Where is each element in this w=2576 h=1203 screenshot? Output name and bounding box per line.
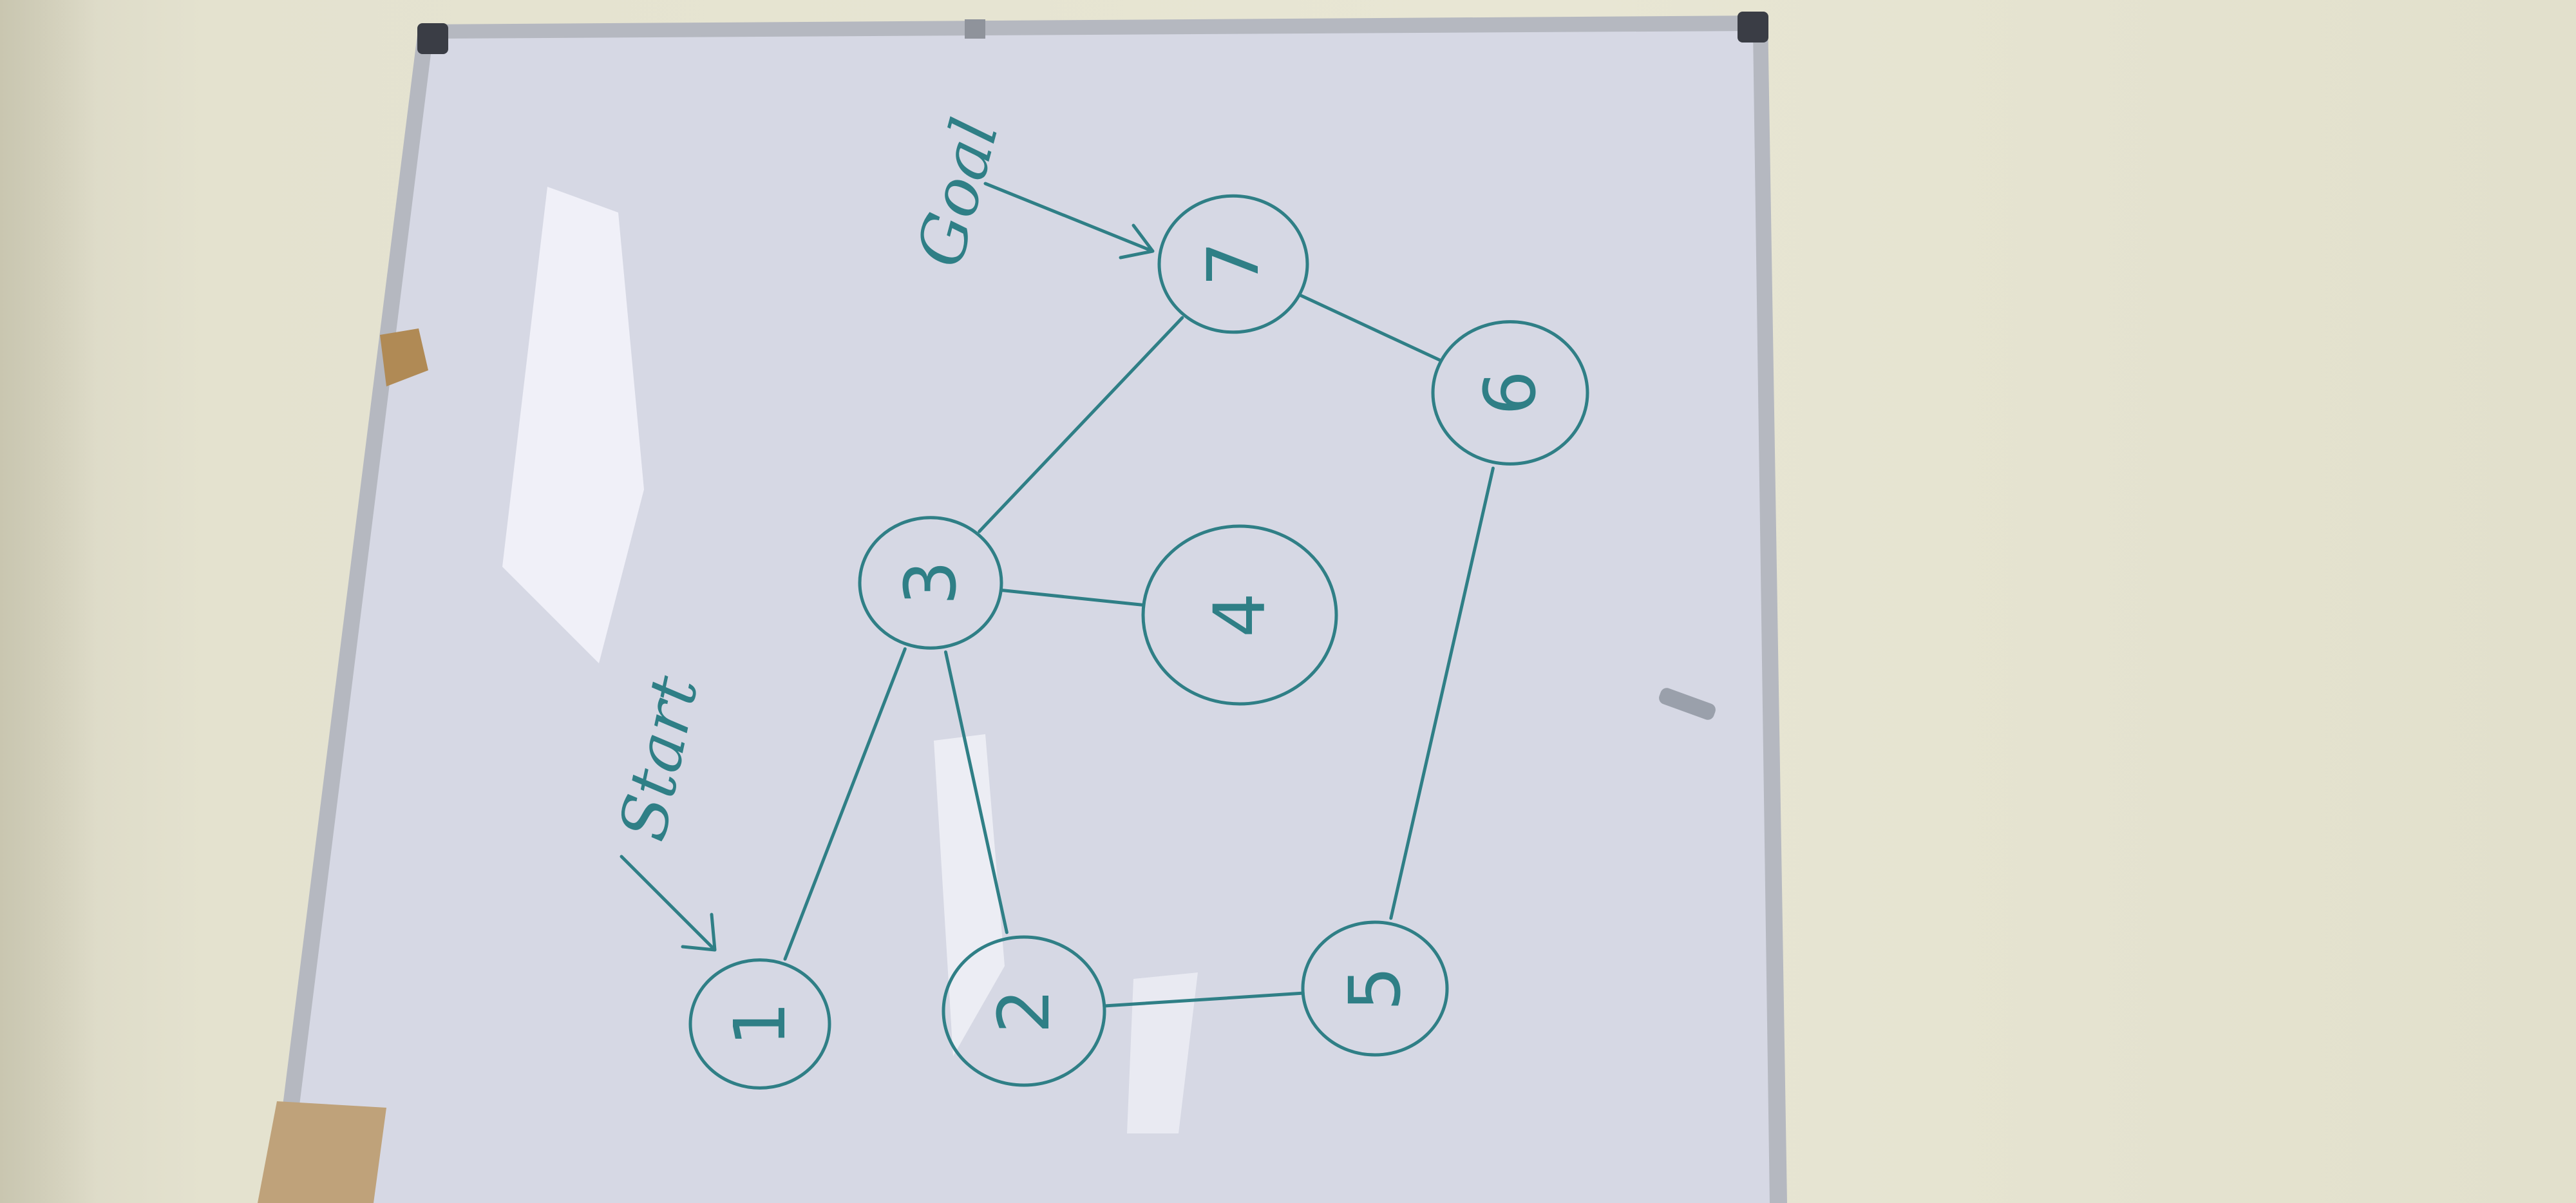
node-circle [1157,194,1309,334]
node-6: 6 [1431,320,1589,466]
frame-corner [417,23,448,54]
node-label: 4 [1198,592,1281,638]
node-3: 3 [858,516,1003,650]
node-circle [688,958,831,1090]
glare [1127,972,1198,1133]
wall-shadow [0,0,97,1203]
start-arrow [620,855,717,952]
whiteboard-surface [287,31,1770,1203]
node-label: 3 [889,560,972,605]
whiteboard [258,12,1787,1203]
cardboard [258,1101,386,1203]
node-label: 5 [1334,966,1416,1011]
marker [1659,688,1716,720]
edge-6-7 [1298,293,1442,362]
node-label: 7 [1192,242,1274,287]
node-1: 1 [688,958,831,1090]
node-4: 4 [1141,524,1338,706]
node-7: 7 [1157,194,1309,334]
node-circle [942,935,1106,1087]
frame-clip [965,19,985,39]
edge-5-6 [1389,466,1495,920]
node-2: 2 [942,935,1106,1087]
node-circle [1141,524,1338,706]
edge-3-7 [978,316,1184,533]
node-label: 1 [719,1001,801,1047]
graph-drawing: 1 2 3 4 5 6 7 [688,194,1589,1090]
edge-1-3 [783,647,907,961]
glare [502,187,644,663]
goal-arrow [983,182,1155,260]
node-label: 2 [983,989,1065,1034]
node-5: 5 [1301,920,1449,1057]
frame-corner [1738,12,1768,43]
node-circle [1301,920,1449,1057]
edge-3-4 [999,588,1146,607]
node-circle [858,516,1003,650]
node-label: 6 [1469,370,1551,415]
edge-2-3 [943,650,1009,934]
node-circle [1431,320,1589,466]
edge-2-5 [1103,991,1305,1008]
tape [380,328,428,386]
